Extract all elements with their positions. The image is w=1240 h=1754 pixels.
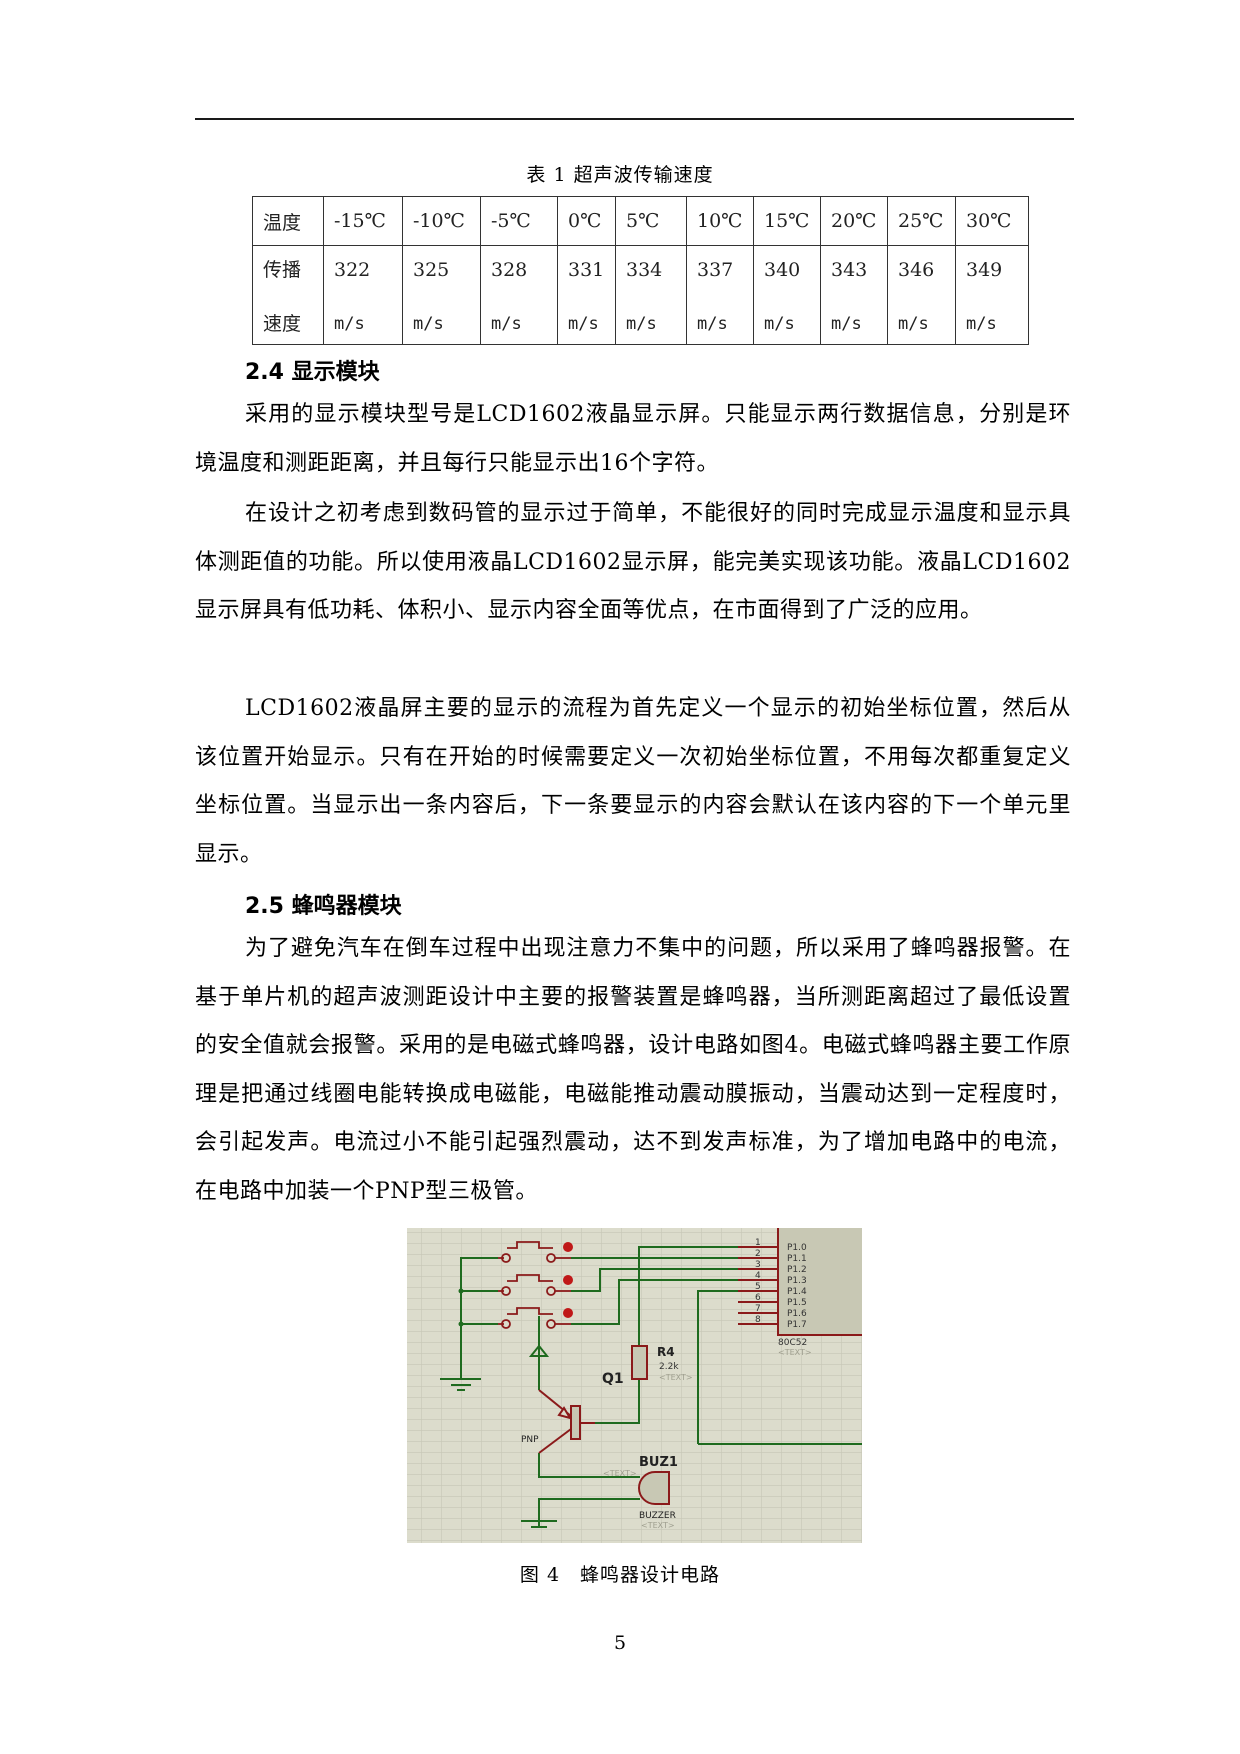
figure-caption: 图 4 蜂鸣器设计电路 xyxy=(519,1564,721,1586)
svg-text:5: 5 xyxy=(755,1282,761,1292)
section-heading-buzzer: 2.5 蜂鸣器模块 xyxy=(245,894,402,919)
svg-text:7: 7 xyxy=(755,1304,761,1314)
svg-text:P1.5: P1.5 xyxy=(787,1298,807,1308)
svg-text:P1.0: P1.0 xyxy=(787,1243,807,1253)
svg-text:PNP: PNP xyxy=(521,1435,539,1445)
wires xyxy=(440,1246,862,1528)
temp-cell: 10℃ xyxy=(686,196,754,246)
svg-text:Q1: Q1 xyxy=(602,1371,624,1387)
svg-text:R4: R4 xyxy=(657,1345,675,1359)
section-heading-display: 2.4 显示模块 xyxy=(245,360,380,385)
svg-text:80C52: 80C52 xyxy=(778,1338,807,1348)
svg-text:<TEXT>: <TEXT> xyxy=(603,1469,637,1478)
svg-text:6: 6 xyxy=(755,1293,761,1303)
temp-cell: 20℃ xyxy=(820,196,888,246)
svg-text:2.2k: 2.2k xyxy=(659,1362,679,1372)
paragraph: 为了避免汽车在倒车过程中出现注意力不集中的问题，所以采用了蜂鸣器报警。在基于单片… xyxy=(195,936,1071,1204)
svg-text:1: 1 xyxy=(755,1238,761,1248)
temp-cell: -5℃ xyxy=(480,196,558,246)
temp-cell: 15℃ xyxy=(753,196,821,246)
row-header-temperature: 温度 xyxy=(252,196,324,246)
svg-text:BUZ1: BUZ1 xyxy=(639,1455,678,1470)
buzzer-circuit-figure: 1 2 3 4 5 6 7 8 P1.0 P1.1 P1.2 P1.3 P1.4… xyxy=(407,1228,862,1543)
push-buttons xyxy=(458,1241,573,1329)
temp-cell: -10℃ xyxy=(402,196,481,246)
svg-text:<TEXT>: <TEXT> xyxy=(778,1348,812,1357)
svg-text:P1.6: P1.6 xyxy=(787,1309,807,1319)
temp-cell: 0℃ xyxy=(557,196,616,246)
page-number: 5 xyxy=(613,1632,627,1654)
paragraph: 在设计之初考虑到数码管的显示过于简单，不能很好的同时完成显示温度和显示具体测距值… xyxy=(195,501,1071,623)
temp-cell: 25℃ xyxy=(887,196,956,246)
buzzer-buz1: BUZ1 <TEXT> BUZZER <TEXT> xyxy=(603,1455,678,1530)
table-caption: 表 1 超声波传输速度 xyxy=(526,164,714,186)
circuit-diagram: 1 2 3 4 5 6 7 8 P1.0 P1.1 P1.2 P1.3 P1.4… xyxy=(407,1228,862,1543)
temp-cell: 5℃ xyxy=(615,196,687,246)
svg-text:P1.3: P1.3 xyxy=(787,1276,807,1286)
row-header-speed: 传播速度 xyxy=(252,245,324,345)
svg-text:4: 4 xyxy=(755,1271,761,1281)
svg-text:P1.1: P1.1 xyxy=(787,1254,807,1264)
svg-text:<TEXT>: <TEXT> xyxy=(641,1521,675,1530)
svg-text:P1.4: P1.4 xyxy=(787,1287,807,1297)
svg-text:BUZZER: BUZZER xyxy=(639,1511,676,1521)
vcc-arrow-icon xyxy=(528,1344,550,1357)
resistor-r4: R4 2.2k <TEXT> xyxy=(631,1345,693,1382)
svg-text:3: 3 xyxy=(755,1260,761,1270)
svg-text:<TEXT>: <TEXT> xyxy=(659,1373,693,1382)
header-rule xyxy=(195,118,1074,120)
table-row-temperature: 温度 -15℃ -10℃ -5℃ 0℃ 5℃ 10℃ 15℃ 20℃ 25℃ 3… xyxy=(252,196,1029,246)
svg-text:2: 2 xyxy=(755,1249,761,1259)
transistor-q1-pnp: Q1 PNP xyxy=(521,1371,624,1454)
temp-cell: -15℃ xyxy=(323,196,403,246)
paragraph: 采用的显示模块型号是LCD1602液晶显示屏。只能显示两行数据信息，分别是环境温… xyxy=(195,402,1071,476)
temp-cell: 30℃ xyxy=(955,196,1029,246)
chip-80c52: 1 2 3 4 5 6 7 8 P1.0 P1.1 P1.2 P1.3 P1.4… xyxy=(738,1228,862,1357)
svg-text:8: 8 xyxy=(755,1315,761,1325)
svg-text:P1.7: P1.7 xyxy=(787,1320,807,1330)
paragraph: LCD1602液晶屏主要的显示的流程为首先定义一个显示的初始坐标位置，然后从该位… xyxy=(195,696,1071,867)
svg-text:P1.2: P1.2 xyxy=(787,1265,807,1275)
speed-table: 温度 -15℃ -10℃ -5℃ 0℃ 5℃ 10℃ 15℃ 20℃ 25℃ 3… xyxy=(252,196,1029,345)
